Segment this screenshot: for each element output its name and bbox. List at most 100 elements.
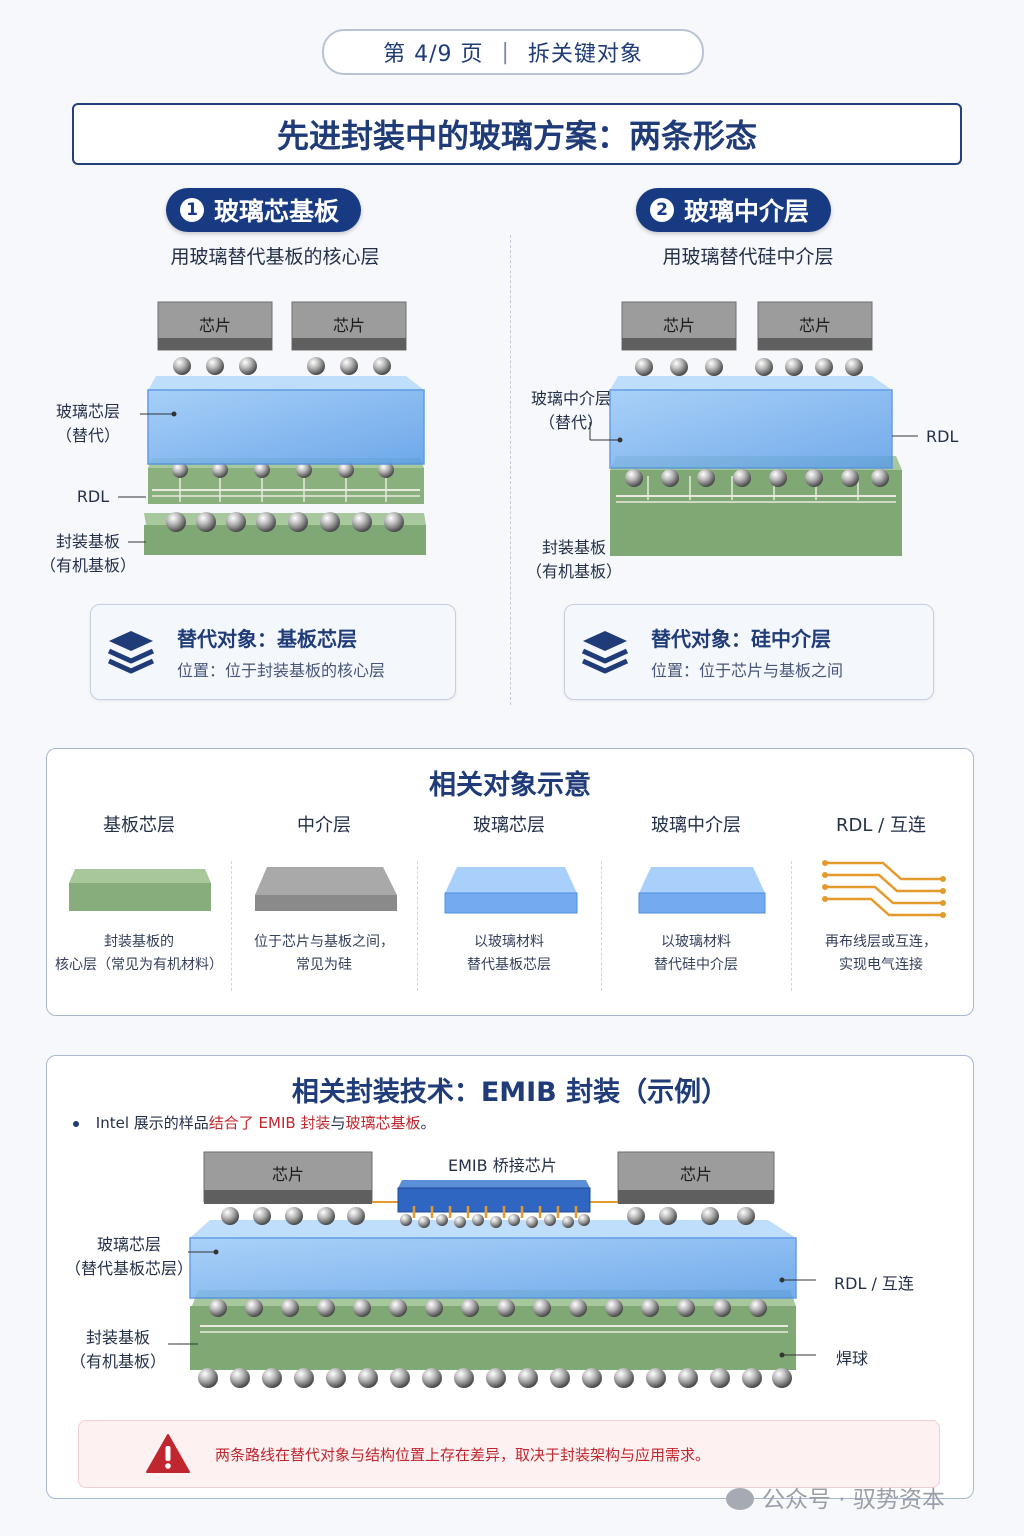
chip-right — [291, 301, 407, 351]
object-desc-line2: 核心层（常见为有机材料） — [55, 957, 223, 973]
form1-badge: 1 玻璃芯基板 — [166, 188, 362, 232]
form1-substrate-label: 封装基板 （有机基板） — [40, 530, 136, 578]
rdl-interconnect-icon — [822, 860, 946, 918]
package-substrate — [190, 1290, 796, 1370]
object-desc-line2: 替代基板芯层 — [467, 957, 551, 973]
form1-glass-label-line2: （替代） — [55, 426, 120, 445]
form1-card-subtitle: 位置：位于封装基板的核心层 — [177, 661, 386, 680]
chip-left — [203, 1151, 373, 1204]
emib-glass-label-line1: 玻璃芯层 — [96, 1235, 161, 1254]
watermark: 公众号 · 驭势资本 — [726, 1480, 945, 1514]
chip-right-label: 芯片 — [680, 1165, 712, 1184]
chip-right — [617, 1151, 775, 1204]
layers-icon — [107, 631, 155, 674]
form2-glass-label: 玻璃中介层 （替代） — [522, 387, 620, 435]
form2-subtitle: 用玻璃替代硅中介层 — [662, 246, 834, 268]
page-indicator: 第 4/9 页 | 拆关键对象 — [322, 29, 704, 75]
emib-bridge-label: EMIB 桥接芯片 — [448, 1156, 557, 1175]
object-name: 中介层 — [297, 815, 351, 836]
chip-left-label: 芯片 — [199, 316, 231, 335]
bullet-highlight-glass: 玻璃芯基板 — [345, 1114, 421, 1132]
wechat-icon — [726, 1488, 754, 1510]
bullet-highlight-emib: 结合了 EMIB 封装 — [208, 1114, 331, 1132]
object-desc-line2: 实现电气连接 — [839, 957, 923, 973]
form1-glass-label: 玻璃芯层 （替代） — [40, 400, 136, 448]
emib-substrate-label: 封装基板 （有机基板） — [66, 1326, 170, 1374]
column-divider — [510, 235, 511, 705]
emib-bridge-bumps — [400, 1214, 590, 1228]
glass-core-layer — [189, 1220, 797, 1299]
bullet-text-e: 。 — [420, 1114, 436, 1132]
solder-leader-dot — [779, 1352, 785, 1358]
chip-left-label: 芯片 — [272, 1165, 304, 1184]
object-desc-line1: 位于芯片与基板之间， — [254, 934, 394, 950]
form2-info-card: 替代对象：硅中介层 位置：位于芯片与基板之间 — [564, 604, 934, 700]
form2-glass-label-line2: （替代） — [538, 413, 603, 432]
related-objects-title: 相关对象示意 — [429, 770, 591, 801]
rdl-leader-dot — [779, 1277, 785, 1283]
form1-substrate-label-line2: （有机基板） — [40, 556, 137, 575]
form1-number: 1 — [180, 198, 204, 222]
form1-subtitle: 用玻璃替代基板的核心层 — [170, 246, 380, 268]
form1-substrate-label-line1: 封装基板 — [55, 532, 120, 551]
glass-interposer-diagram: 芯片 芯片 — [589, 301, 918, 556]
emib-package-diagram: 芯片 芯片 — [168, 1151, 816, 1388]
object-desc-line2: 替代硅中介层 — [654, 957, 738, 973]
form1-card-title: 替代对象：基板芯层 — [177, 627, 357, 651]
bullet-text-c: 与 — [330, 1114, 346, 1132]
form2-substrate-label-line2: （有机基板） — [526, 562, 623, 581]
page-number: 第 4/9 页 — [383, 42, 484, 67]
substrate-core-swatch — [69, 869, 211, 911]
object-name: 基板芯层 — [103, 815, 175, 836]
warning-banner: 两条路线在替代对象与结构位置上存在差异，取决于封装架构与应用需求。 — [78, 1420, 940, 1488]
substrate-bumps — [209, 1299, 767, 1317]
column-divider — [231, 861, 232, 991]
form2-substrate-label: 封装基板 （有机基板） — [526, 536, 622, 584]
object-desc: 再布线层或互连， 实现电气连接 — [791, 931, 971, 977]
chip-bumps — [635, 358, 863, 376]
substrate-solder-balls — [166, 512, 404, 532]
chip-bumps — [173, 357, 391, 375]
form1-rdl-label: RDL — [76, 487, 110, 506]
form2-substrate-label-line1: 封装基板 — [541, 538, 606, 557]
glass-interposer-swatch — [638, 867, 766, 914]
form2-rdl-label: RDL — [926, 427, 959, 446]
page-topic: 拆关键对象 — [527, 42, 643, 67]
interposer-swatch — [255, 867, 397, 911]
object-desc-line1: 以玻璃材料 — [474, 934, 544, 950]
package-substrate — [144, 513, 426, 555]
chip-left-label: 芯片 — [663, 316, 695, 335]
object-name: RDL / 互连 — [836, 815, 926, 836]
glass-core-layer — [147, 376, 425, 465]
chip-left — [157, 301, 273, 351]
column-divider — [791, 861, 792, 991]
chip-right — [757, 301, 873, 351]
object-name: 玻璃中介层 — [651, 815, 741, 836]
glass-interposer-layer — [609, 376, 893, 469]
chip-left — [621, 301, 737, 351]
package-substrate — [610, 456, 902, 556]
related-objects-panel: 相关对象示意 基板芯层 封装基板的 核心层（常见为有机材料） 中介层 位于芯片与… — [46, 748, 974, 1016]
glass-core-swatch — [444, 867, 578, 914]
emib-glass-label-line2: （替代基板芯层） — [64, 1259, 193, 1278]
emib-bridge-chip — [372, 1180, 618, 1213]
rdl-bumps — [172, 462, 394, 478]
watermark-text: 公众号 · 驭势资本 — [762, 1487, 945, 1513]
object-name: 玻璃芯层 — [473, 815, 545, 836]
emib-bridge-interconnects — [412, 1206, 578, 1218]
glass-core-substrate-diagram: 芯片 芯片 — [118, 301, 426, 555]
column-divider — [417, 861, 418, 991]
chip-right-label: 芯片 — [333, 316, 365, 335]
chip-bumps — [221, 1207, 755, 1225]
form2-card-title: 替代对象：硅中介层 — [651, 627, 831, 651]
emib-substrate-label-line2: （有机基板） — [69, 1352, 166, 1371]
emib-solder-label: 焊球 — [836, 1349, 869, 1368]
bullet-text-a: Intel 展示的样品 — [95, 1114, 209, 1132]
object-desc-line1: 以玻璃材料 — [661, 934, 731, 950]
form2-label: 玻璃中介层 — [684, 197, 810, 226]
object-desc: 以玻璃材料 替代硅中介层 — [601, 931, 791, 977]
glass-leader-dot — [171, 411, 177, 417]
object-desc-line2: 常见为硅 — [296, 957, 352, 973]
form1-info-card: 替代对象：基板芯层 位置：位于封装基板的核心层 — [90, 604, 456, 700]
form1-glass-label-line1: 玻璃芯层 — [55, 402, 120, 421]
